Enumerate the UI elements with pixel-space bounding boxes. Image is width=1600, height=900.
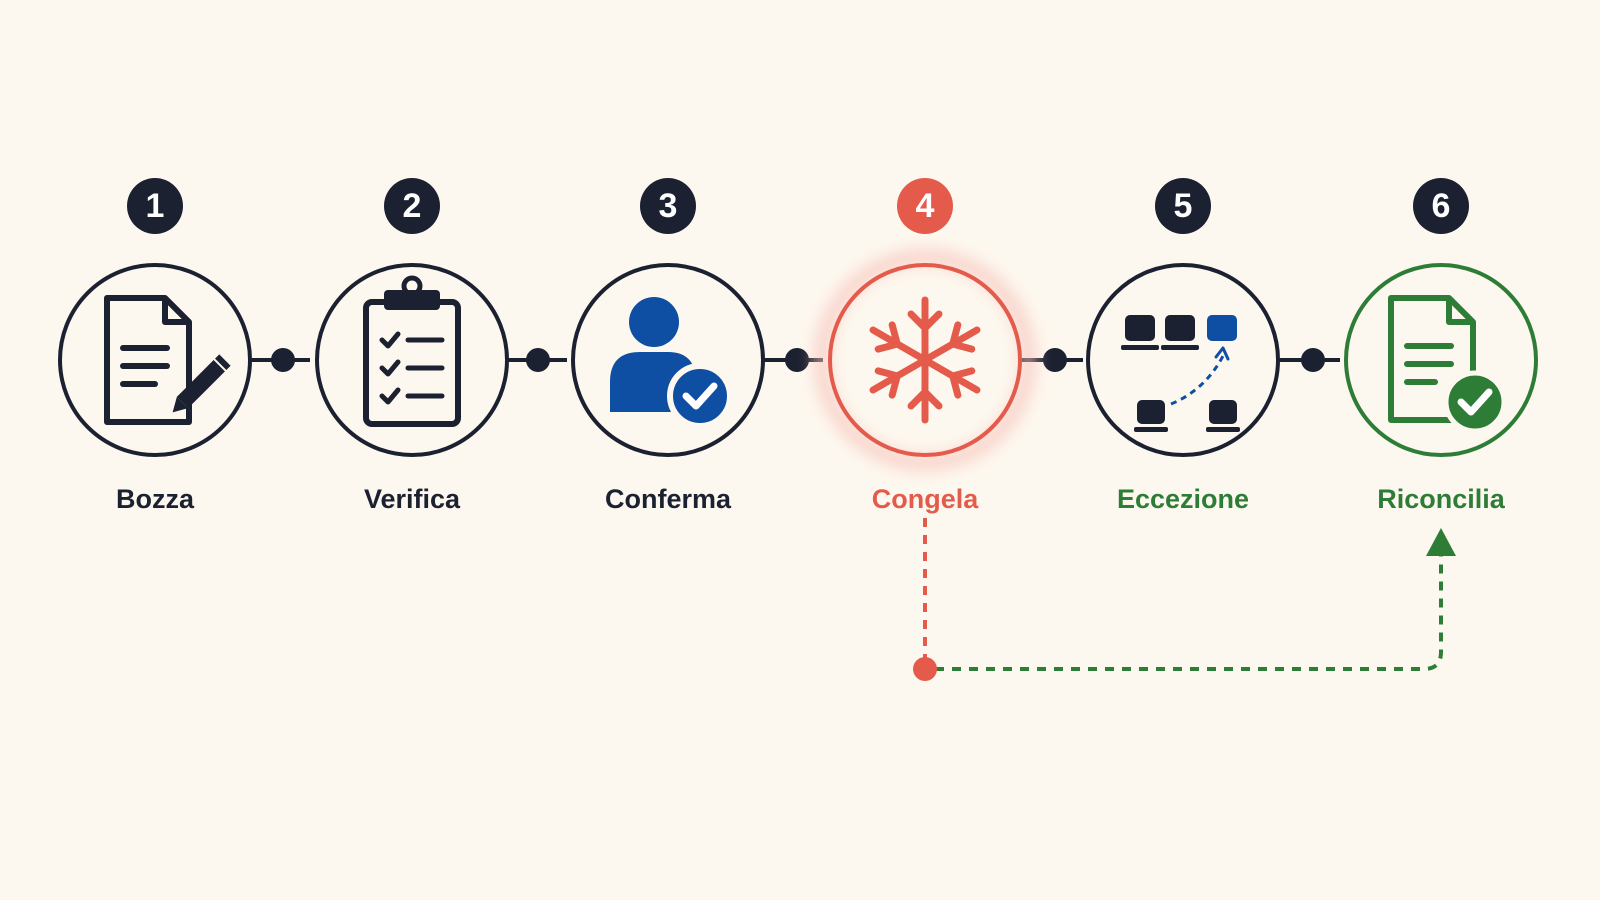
step-2-label: Verifica <box>363 484 461 514</box>
step-1-label: Bozza <box>115 484 195 514</box>
step-1-badge: 1 <box>127 178 183 234</box>
arrow-up-icon <box>1426 528 1456 556</box>
document-edit-icon <box>104 295 231 425</box>
connector-dots <box>271 348 1325 372</box>
seat-reassign-icon <box>1121 315 1240 432</box>
step-6-label: Riconcilia <box>1377 484 1505 514</box>
step-6-circle <box>1344 263 1538 457</box>
step-1-circle <box>58 263 252 457</box>
exception-path <box>913 518 1456 681</box>
freeze-point-dot <box>913 657 937 681</box>
step-5-label: Eccezione <box>1116 484 1250 514</box>
step-5-circle <box>1086 263 1280 457</box>
connector-dot <box>271 348 295 372</box>
connector-dot <box>1301 348 1325 372</box>
step-4-glow <box>815 250 1035 470</box>
step-5-badge: 5 <box>1155 178 1211 234</box>
step-3-badge: 3 <box>640 178 696 234</box>
step-4-badge: 4 <box>897 178 953 234</box>
step-6-badge: 6 <box>1413 178 1469 234</box>
connector-dot <box>526 348 550 372</box>
snowflake-icon <box>869 296 981 424</box>
step-3-label: Conferma <box>604 484 732 514</box>
reconcile-path <box>935 556 1443 671</box>
step-4-circle <box>828 263 1022 457</box>
step-circles <box>58 250 1538 470</box>
document-check-icon <box>1388 295 1507 434</box>
connector-dot <box>785 348 809 372</box>
clipboard-checklist-icon <box>363 275 461 427</box>
user-check-icon <box>610 297 733 429</box>
step-2-circle <box>315 263 509 457</box>
step-4-label: Congela <box>871 484 979 514</box>
connector-dot <box>1043 348 1067 372</box>
step-2-badge: 2 <box>384 178 440 234</box>
step-3-circle <box>571 263 765 457</box>
